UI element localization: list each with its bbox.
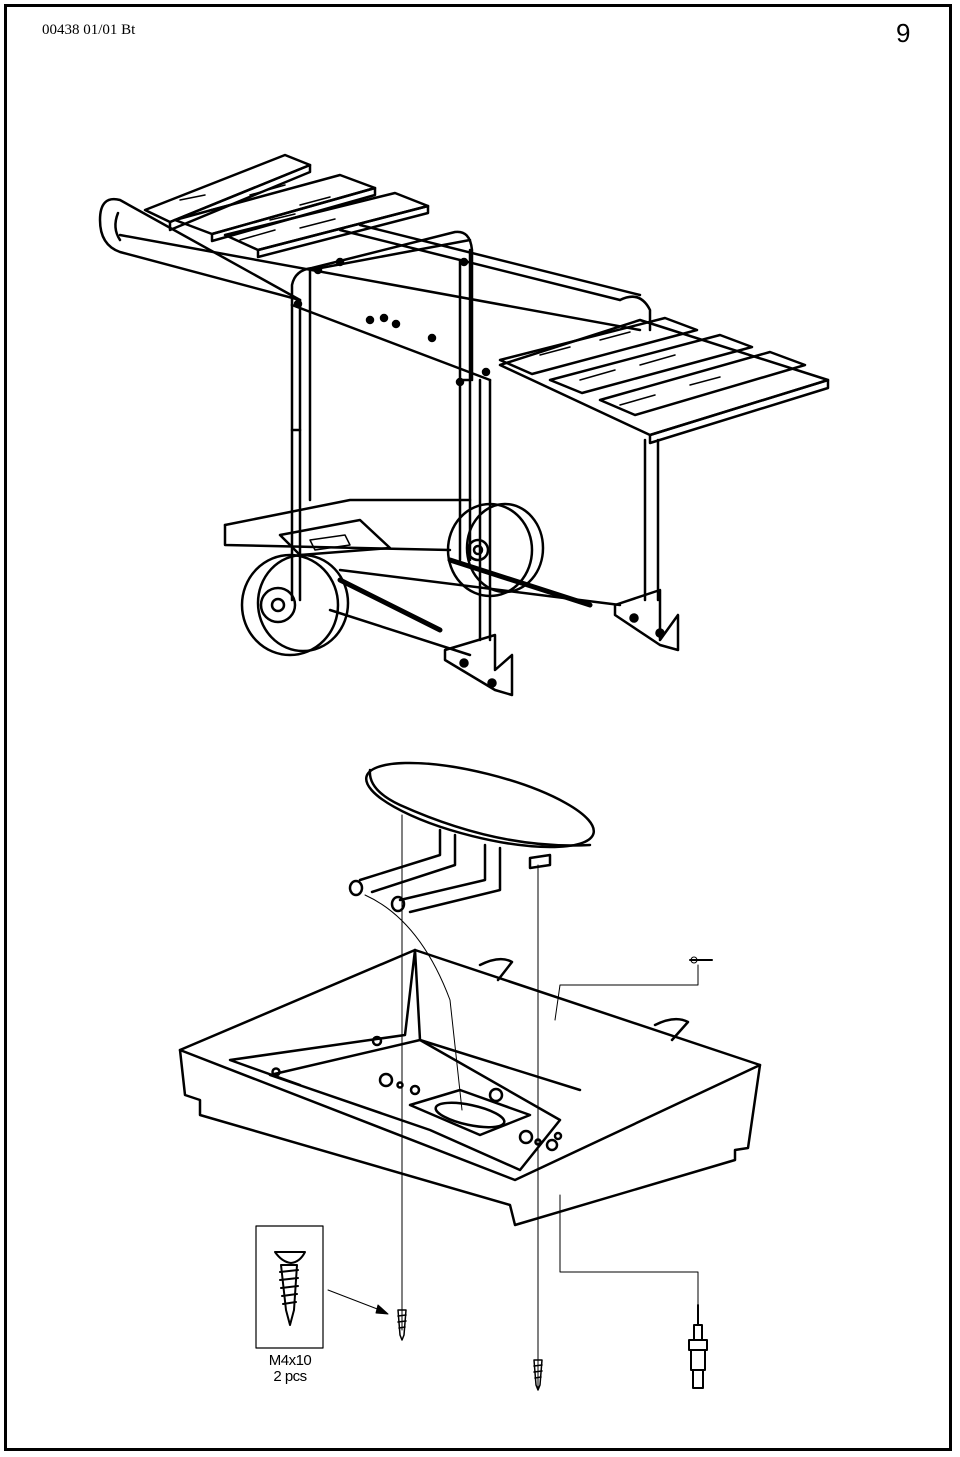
screw-icon (274, 1251, 306, 1326)
right-shelf-slats (498, 316, 807, 417)
page-border (4, 4, 952, 1451)
small-screw-icon-2 (533, 1359, 543, 1391)
screw-quantity-label: 2 pcs (273, 1368, 307, 1385)
screw-detail-box (255, 1225, 324, 1349)
page-number: 9 (896, 18, 911, 48)
firebox-tray (178, 948, 762, 1227)
small-screw-icon (397, 1309, 407, 1341)
document-code: 00438 01/01 Bt (42, 22, 136, 38)
igniter-bolt-icon (688, 1304, 708, 1389)
wheel-rear (446, 502, 545, 598)
wheel-front (240, 553, 350, 657)
cart-drawing (98, 153, 830, 697)
side-table (348, 761, 596, 914)
left-shelf-slats (143, 153, 430, 259)
assembly-guide-lines (364, 814, 713, 1391)
screw-size-label: M4x10 (268, 1352, 312, 1369)
